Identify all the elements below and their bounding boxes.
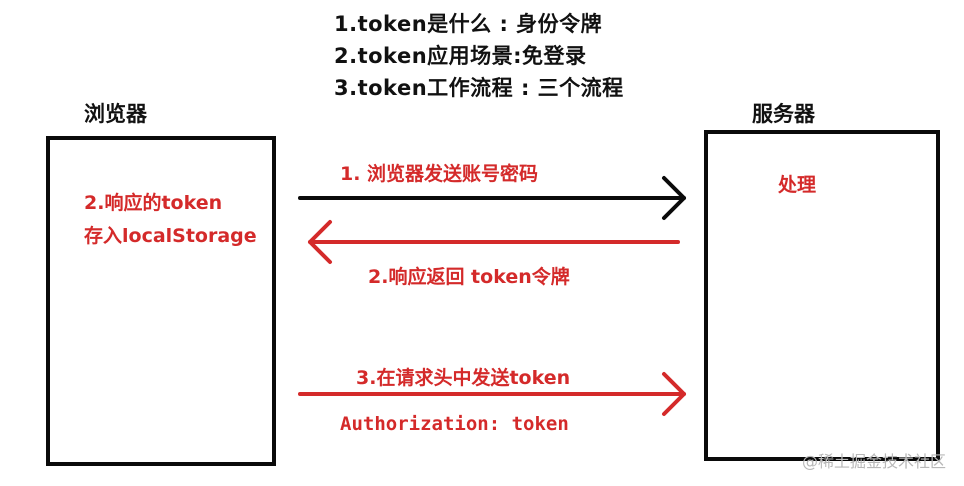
arrow-step1-label: 1. 浏览器发送账号密码: [340, 163, 539, 185]
arrow-step3-sublabel: Authorization: token: [340, 413, 569, 435]
server-box: [704, 130, 940, 461]
arrow-step2-label: 2.响应返回 token令牌: [368, 266, 570, 288]
arrow-step1: [298, 176, 686, 220]
browser-title: 浏览器: [84, 102, 147, 126]
browser-box: [46, 136, 276, 466]
heading-line-3: 3.token工作流程 : 三个流程: [334, 76, 624, 100]
server-title: 服务器: [752, 102, 815, 126]
heading-line-2: 2.token应用场景:免登录: [334, 44, 587, 68]
heading-line-1: 1.token是什么 : 身份令牌: [334, 12, 603, 36]
watermark: @稀土掘金技术社区: [801, 452, 946, 471]
browser-note-line-1: 2.响应的token: [84, 192, 223, 214]
arrow-step3-label: 3.在请求头中发送token: [356, 367, 571, 389]
browser-note-line-2: 存入localStorage: [84, 225, 257, 247]
arrow-step3: [298, 372, 686, 416]
arrow-step2: [308, 220, 680, 264]
server-note: 处理: [778, 174, 817, 196]
